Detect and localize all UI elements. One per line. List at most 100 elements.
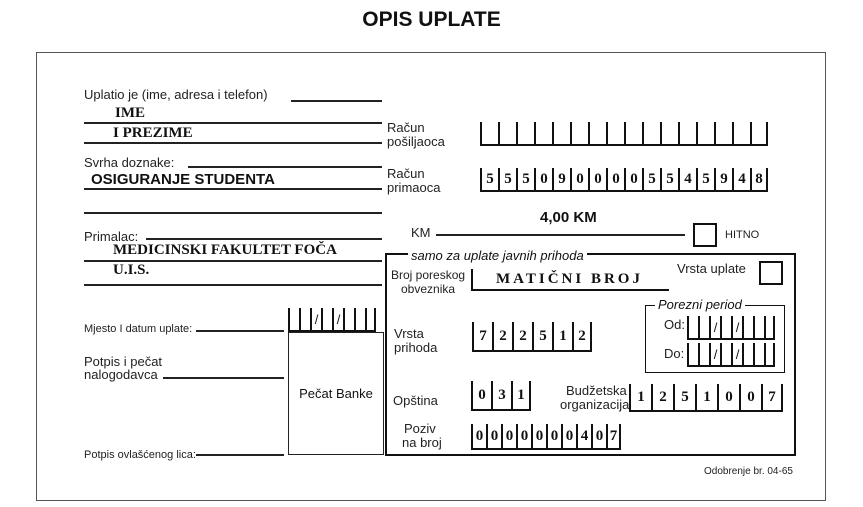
place-date-label: Mjesto I datum uplate: (84, 323, 193, 335)
reference-digit: 0 (501, 424, 516, 448)
signature-stamp-label-2: nalogodavca (84, 367, 158, 382)
budget-org-cells[interactable]: 1 2 5 1 0 0 7 (629, 384, 783, 412)
amount-line (436, 234, 685, 236)
budget-org-digit: 1 (695, 384, 717, 410)
recipient-account-digit: 5 (642, 168, 660, 190)
reference-digit: 0 (471, 424, 486, 448)
purpose-line-0 (188, 166, 382, 168)
revenue-type-digit: 5 (532, 322, 552, 350)
payer-label: Uplatio je (ime, adresa i telefon) (84, 87, 268, 102)
approval-label: Odobrenje br. 04-65 (704, 466, 793, 477)
recipient-account-digit: 0 (534, 168, 552, 190)
recipient-label: Primalac: (84, 229, 139, 244)
reference-label-2: na broj (402, 435, 442, 450)
payer-name-line1[interactable]: IME (115, 105, 145, 121)
recipient-account-label-1: Račun (387, 166, 425, 181)
recipient-account-digit: 5 (480, 168, 498, 190)
amount-value[interactable]: 4,00 KM (540, 209, 597, 226)
purpose-line-2 (84, 212, 382, 214)
recipient-account-digit: 0 (570, 168, 588, 190)
reference-digit: 0 (546, 424, 561, 448)
tax-period-legend: Porezni period (655, 297, 745, 312)
payer-line-0 (291, 100, 382, 102)
budget-org-digit: 7 (761, 384, 783, 410)
authorized-signature-line (196, 454, 284, 456)
municipality-cells[interactable]: 0 3 1 (471, 381, 531, 411)
revenue-type-digit: 2 (572, 322, 592, 350)
recipient-line-0 (146, 238, 382, 240)
municipality-digit: 1 (511, 381, 531, 409)
revenue-type-digit: 2 (512, 322, 532, 350)
sender-account-cells[interactable] (480, 122, 768, 146)
recipient-line1[interactable]: MEDICINSKI FAKULTET FOČA (113, 242, 337, 258)
signature-stamp-line (163, 377, 284, 379)
purpose-line-1 (84, 188, 382, 190)
municipality-digit: 0 (471, 381, 491, 409)
payment-type-box[interactable] (759, 261, 783, 285)
recipient-account-cells[interactable]: 5 5 5 0 9 0 0 0 0 5 5 4 5 9 4 8 (480, 168, 768, 192)
tax-id-label-1: Broj poreskog (391, 268, 466, 282)
recipient-account-digit: 5 (498, 168, 516, 190)
public-revenue-legend: samo za uplate javnih prihoda (408, 248, 587, 263)
budget-org-digit: 0 (717, 384, 739, 410)
recipient-account-digit: 5 (696, 168, 714, 190)
reference-digit: 7 (606, 424, 621, 448)
reference-cells[interactable]: 0 0 0 0 0 0 0 4 0 7 (471, 424, 621, 450)
sender-account-label-2: pošiljaoca (387, 134, 445, 149)
reference-digit: 0 (591, 424, 606, 448)
page-title: OPIS UPLATE (362, 8, 501, 31)
reference-digit: 0 (516, 424, 531, 448)
public-revenue-panel (385, 253, 796, 456)
sender-account-label-1: Račun (387, 120, 425, 135)
payment-slip (36, 52, 826, 501)
recipient-account-digit: 4 (732, 168, 750, 190)
budget-org-label-2: organizacija (560, 397, 630, 412)
recipient-line-2 (84, 284, 382, 286)
tax-id-value[interactable]: MATIČNI BROJ (496, 271, 643, 287)
payer-line-2 (84, 142, 382, 144)
recipient-account-digit: 0 (606, 168, 624, 190)
reference-digit: 0 (486, 424, 501, 448)
tax-id-label-2: obveznika (401, 282, 456, 296)
tax-id-field[interactable] (471, 269, 669, 291)
revenue-type-digit: 1 (552, 322, 572, 350)
payer-line-1 (84, 122, 382, 124)
recipient-account-digit: 9 (552, 168, 570, 190)
purpose-label: Svrha doznake: (84, 155, 175, 170)
reference-digit: 0 (561, 424, 576, 448)
budget-org-digit: 5 (673, 384, 695, 410)
amount-label: KM (411, 225, 431, 240)
urgent-label: HITNO (725, 229, 760, 241)
tax-period-to-cells[interactable]: // (687, 343, 775, 367)
recipient-account-digit: 0 (624, 168, 642, 190)
bank-stamp-label: Pečat Banke (299, 386, 373, 401)
budget-org-digit: 2 (651, 384, 673, 410)
budget-org-digit: 0 (739, 384, 761, 410)
recipient-account-label-2: primaoca (387, 180, 441, 195)
recipient-account-digit: 9 (714, 168, 732, 190)
tax-period-from-label: Od: (664, 317, 685, 332)
municipality-digit: 3 (491, 381, 511, 409)
recipient-account-digit: 5 (660, 168, 678, 190)
payment-type-label: Vrsta uplate (677, 261, 746, 276)
reference-digit: 0 (531, 424, 546, 448)
tax-period-from-cells[interactable]: // (687, 316, 775, 340)
revenue-type-cells[interactable]: 7 2 2 5 1 2 (472, 322, 592, 352)
revenue-type-label-2: prihoda (394, 340, 438, 355)
budget-org-digit: 1 (629, 384, 651, 410)
authorized-signature-label: Potpis ovlašćenog lica: (84, 449, 196, 461)
revenue-type-digit: 7 (472, 322, 492, 350)
date-cells[interactable]: // (288, 308, 376, 332)
reference-label-1: Poziv (404, 421, 436, 436)
urgent-checkbox[interactable] (693, 223, 717, 247)
recipient-account-digit: 0 (588, 168, 606, 190)
tax-period-to-label: Do: (664, 346, 685, 361)
reference-digit: 4 (576, 424, 591, 448)
purpose-value[interactable]: OSIGURANJE STUDENTA (91, 171, 275, 188)
recipient-line2[interactable]: U.I.S. (113, 262, 150, 278)
revenue-type-digit: 2 (492, 322, 512, 350)
revenue-type-label-1: Vrsta (394, 326, 424, 341)
place-date-line (196, 330, 284, 332)
payer-name-line2[interactable]: I PREZIME (113, 125, 193, 141)
bank-stamp-box: Pečat Banke (288, 332, 384, 455)
